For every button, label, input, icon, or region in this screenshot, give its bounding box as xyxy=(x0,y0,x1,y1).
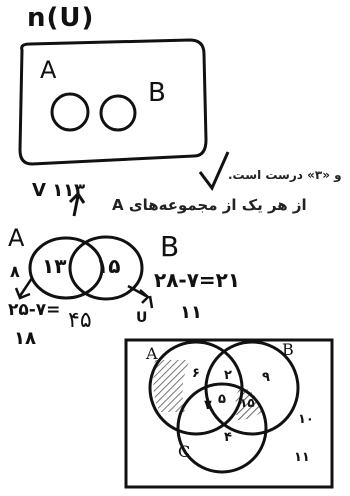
venn-universal-box xyxy=(124,338,334,489)
arrow-left xyxy=(14,277,34,300)
arrow-right xyxy=(127,284,150,304)
u-label: U xyxy=(136,310,148,326)
result-left: ۱۸ xyxy=(14,328,36,349)
sketch-set-a-label: A xyxy=(8,224,25,252)
check-mark-icon xyxy=(198,151,230,191)
venn-only-a: ۶ xyxy=(192,366,200,381)
top-circle-a xyxy=(50,92,90,132)
arrow-down xyxy=(148,295,154,309)
venn-a-and-c: ۷ xyxy=(204,398,212,413)
venn-circle-c xyxy=(176,382,268,474)
up-arrow-icon xyxy=(68,191,86,217)
universal-label: n(U) xyxy=(27,3,95,33)
printed-line-2: از هر یک از مجموعه‌های A xyxy=(112,196,307,214)
venn-only-b: ۹ xyxy=(262,370,270,385)
top-set-a-label: A xyxy=(40,56,57,84)
sketch-set-b-label: B xyxy=(160,230,180,263)
equation-left: ۲۵-۷= xyxy=(8,300,61,320)
venn-outside-1: ۱۰ xyxy=(298,412,314,427)
venn-label-c: C xyxy=(178,442,191,461)
venn-outside-2: ۱۱ xyxy=(294,450,310,465)
venn-only-c: ۴ xyxy=(224,430,232,445)
top-circle-b xyxy=(99,94,137,132)
sketch-only-b-value: ۱۵ xyxy=(96,254,121,278)
result-right: ۱۱ xyxy=(180,302,202,323)
venn-label-b: B xyxy=(282,340,294,359)
venn-a-and-b: ۲ xyxy=(224,368,232,383)
venn-center: ۵ xyxy=(218,392,226,407)
hatched-region-only-a xyxy=(153,360,190,412)
equation-right: ۲۸-۷=۲۱ xyxy=(154,268,241,292)
sketch-only-a-value: ۱۳ xyxy=(42,254,67,278)
venn-b-and-c: ۱۵ xyxy=(240,396,255,410)
sketch-circle-b xyxy=(68,235,144,301)
sketch-circle-a xyxy=(28,236,104,300)
printed-line-1: و «۳» درست است. xyxy=(228,168,342,182)
venn-label-a: A xyxy=(146,344,158,363)
top-set-b-label: B xyxy=(148,78,166,108)
value-left: ۴۵ xyxy=(68,308,92,333)
sketch-left-outside-value: ۸ xyxy=(10,262,20,281)
top-universal-box xyxy=(18,38,208,166)
v-marks: V ۱۱۳ xyxy=(32,180,86,201)
